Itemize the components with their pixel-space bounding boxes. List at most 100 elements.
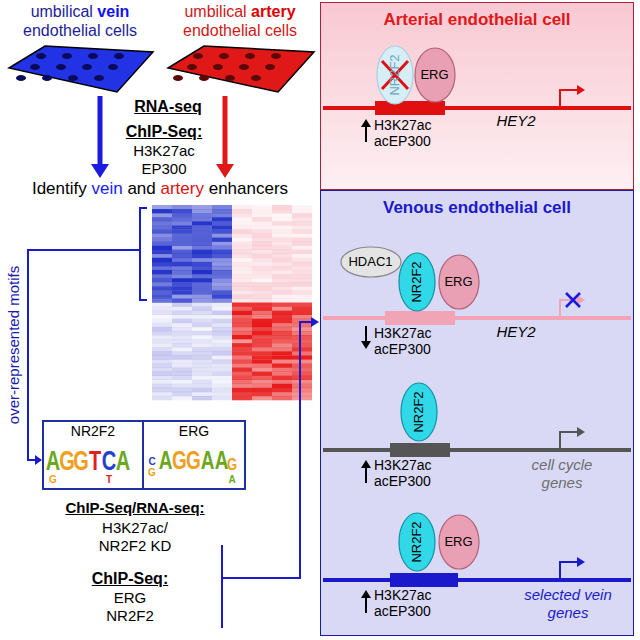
down-arrow-head: [361, 341, 371, 349]
mark-label: H3K27ac: [374, 587, 464, 604]
heatmap-cell: [252, 298, 272, 302]
heatmap-cell: [252, 274, 272, 278]
heatmap-cell: [172, 323, 192, 327]
cell-nucleus: [68, 75, 78, 81]
logo-letter: G: [172, 447, 187, 474]
cell-nucleus: [193, 53, 203, 59]
heatmap-cell: [292, 209, 312, 213]
bracket: [140, 208, 147, 300]
heatmap-cell: [232, 343, 252, 347]
heatmap-cell: [172, 217, 192, 221]
heatmap-cell: [232, 384, 252, 388]
promoter-head: [577, 557, 585, 567]
heatmap-cell: [212, 274, 232, 278]
heatmap-cell: [252, 217, 272, 221]
cell-nucleus: [265, 64, 275, 70]
heatmap-cell: [192, 246, 212, 250]
logo-letter: T: [87, 446, 103, 474]
up-arrow: [365, 467, 367, 483]
heatmap-cell: [292, 343, 312, 347]
heatmap-cell: [152, 274, 172, 278]
heatmap-cell: [292, 250, 312, 254]
heatmap-cell: [192, 388, 212, 392]
logo-letter: G: [226, 456, 238, 473]
protein-ellipse: [377, 46, 413, 104]
heatmap-cell: [292, 266, 312, 270]
heatmap-cell: [212, 229, 232, 233]
heatmap-cell: [192, 217, 212, 221]
heatmap-cell: [152, 307, 172, 311]
heatmap-cell: [192, 238, 212, 242]
vein-cell-tile: umbilical vein endothelial cells: [5, 2, 155, 94]
heatmap-cell: [212, 376, 232, 380]
logo-letter: A: [200, 447, 215, 474]
heatmap-cell: [212, 254, 232, 258]
enhancer-block: [390, 573, 458, 587]
heatmap-cell: [272, 315, 292, 319]
cell-nucleus: [62, 53, 72, 59]
heatmap-cell: [232, 209, 252, 213]
cell-nucleus: [199, 75, 209, 81]
heatmap-cell: [212, 213, 232, 217]
venous-panel: Venous endothelial cellHDAC1NR2F2ERGNR2F…: [320, 190, 634, 636]
heatmap-cell: [212, 392, 232, 396]
mark-label: acEP300: [374, 341, 464, 358]
heatmap-cell: [152, 392, 172, 396]
heatmap-cell: [172, 270, 192, 274]
heatmap-cell: [172, 205, 192, 209]
heatmap-cell: [232, 229, 252, 233]
heatmap-cell: [232, 294, 252, 298]
heatmap-cell: [152, 323, 172, 327]
chip-leader: [221, 545, 223, 628]
heatmap-cell: [172, 233, 192, 237]
logo-letter: A: [115, 446, 131, 474]
heatmap-cell: [192, 376, 212, 380]
heatmap-cell: [252, 372, 272, 376]
up-arrow-head: [361, 590, 371, 598]
heatmap-cell: [152, 339, 172, 343]
heatmap-cell: [212, 238, 232, 242]
heatmap-cell: [152, 242, 172, 246]
heatmap-cell: [292, 339, 312, 343]
heatmap-cell: [212, 233, 232, 237]
heatmap-cell: [272, 238, 292, 242]
heatmap-cell: [212, 266, 232, 270]
heatmap-cell: [292, 274, 312, 278]
heatmap-cell: [152, 221, 172, 225]
heatmap-cell: [252, 359, 272, 363]
heatmap-cell: [272, 319, 292, 323]
bracket-label: over-represented motifs: [5, 260, 23, 430]
promoter-arrow: [560, 90, 578, 106]
protein-ellipse: [415, 48, 455, 102]
heatmap-cell: [252, 250, 272, 254]
cell-nucleus: [213, 64, 223, 70]
factor-ellipse: NR2F2: [398, 252, 436, 312]
heatmap-cell: [192, 225, 212, 229]
heatmap-cell: [192, 384, 212, 388]
factor-ellipse: ERG: [438, 514, 480, 570]
heatmap-cell: [292, 270, 312, 274]
heatmap-cell: [252, 315, 272, 319]
heatmap-cell: [292, 303, 312, 307]
heatmap-cell: [232, 286, 252, 290]
gene-label: selected vein genes: [512, 586, 624, 622]
heatmap-cell: [152, 351, 172, 355]
gene-label: HEY2: [490, 323, 542, 341]
heatmap-cell: [252, 246, 272, 250]
heatmap-cell: [192, 319, 212, 323]
heatmap-cell: [212, 347, 232, 351]
heatmap-cell: [192, 229, 212, 233]
heatmap-cell: [212, 355, 232, 359]
heatmap-cell: [292, 213, 312, 217]
method-heading: ChIP-Seq:: [118, 122, 210, 141]
heatmap-cell: [232, 335, 252, 339]
heatmap-cell: [212, 335, 232, 339]
heatmap-cell: [292, 351, 312, 355]
heatmap-cell: [212, 372, 232, 376]
heatmap-cell: [292, 384, 312, 388]
heatmap-cell: [232, 282, 252, 286]
heatmap-cell: [152, 286, 172, 290]
heatmap-cell: [192, 233, 212, 237]
heatmap-cell: [232, 331, 252, 335]
heatmap-cell: [232, 351, 252, 355]
